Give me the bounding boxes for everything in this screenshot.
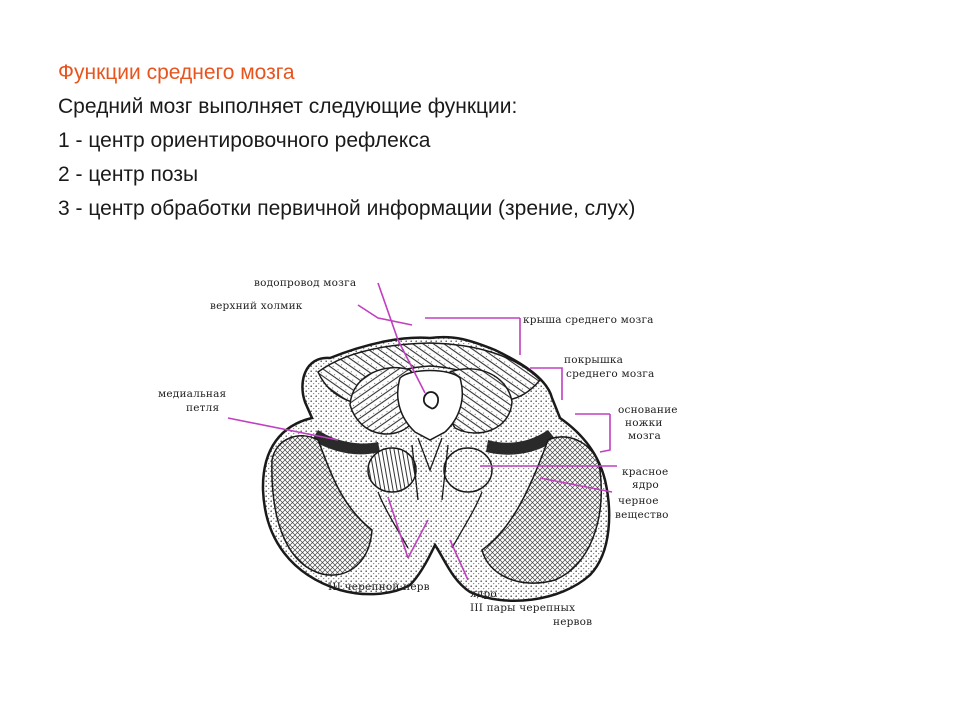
cerebral-peduncle-left: [271, 435, 373, 576]
label-red-nucleus-2: ядро: [632, 479, 659, 491]
midbrain-cross-section-diagram: водопровод мозга верхний холмик крыша ср…: [158, 277, 678, 628]
cerebral-peduncle-right: [481, 436, 602, 584]
label-tectum: крыша среднего мозга: [523, 314, 654, 326]
red-nucleus-right: [443, 447, 493, 493]
label-tegmentum-1: покрышка: [564, 354, 623, 366]
dark-band-right: [486, 430, 556, 455]
label-cerebral-aqueduct: водопровод мозга: [254, 277, 356, 289]
label-cn3-nucleus-1: ядро: [470, 588, 497, 600]
cerebral-aqueduct: [422, 391, 439, 410]
slide-intro: Средний мозг выполняет следующие функции…: [58, 95, 518, 118]
label-cn3-nucleus-2: III пары черепных: [470, 602, 575, 614]
function-item-2: 2 - центр позы: [58, 163, 199, 186]
function-item-3: 3 - центр обработки первичной информации…: [58, 197, 636, 220]
slide-title: Функции среднего мозга: [58, 61, 295, 84]
pointer-lines: [227, 282, 617, 581]
label-tegmentum-2: среднего мозга: [566, 368, 654, 380]
label-red-nucleus-1: красное: [622, 466, 668, 478]
label-superior-colliculus: верхний холмик: [210, 300, 303, 312]
label-medial-lemniscus-2: петля: [186, 402, 219, 414]
label-cerebral-peduncle-1: основание: [618, 404, 678, 416]
label-cn3-nucleus-3: нервов: [553, 616, 592, 628]
label-substantia-nigra-2: вещество: [615, 509, 669, 521]
label-oculomotor-nerve: III черепной нерв: [328, 581, 430, 593]
label-substantia-nigra-1: черное: [618, 495, 659, 507]
dark-band-left: [312, 430, 380, 455]
oculomotor-fibers: [377, 437, 483, 549]
function-item-1: 1 - центр ориентировочного рефлекса: [58, 129, 431, 152]
label-medial-lemniscus-1: медиальная: [158, 388, 227, 400]
label-cerebral-peduncle-3: мозга: [628, 430, 661, 442]
red-nucleus-left: [367, 447, 417, 493]
slide-text: Функции среднего мозга Средний мозг выпо…: [58, 56, 635, 226]
label-cerebral-peduncle-2: ножки: [625, 417, 663, 429]
